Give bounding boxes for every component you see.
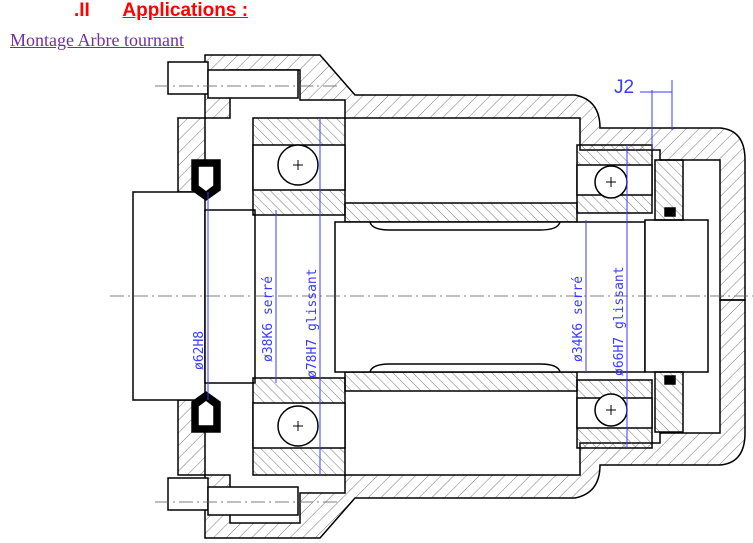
dim-j2: J2 <box>614 77 634 98</box>
dim-62h8: ø62H8 <box>192 331 207 370</box>
shaft-neck-top <box>369 221 561 231</box>
housing-bottom <box>177 299 746 539</box>
seal-top-inner <box>197 165 215 193</box>
dim-78h7: ø78H7 glissant <box>305 268 320 378</box>
shaft-neck-bottom <box>369 363 561 373</box>
section-title: Applications : <box>122 0 249 21</box>
shaft <box>334 221 646 373</box>
seal-bottom-inner <box>197 399 215 427</box>
ball-center-marks <box>293 160 616 431</box>
o-ring-bottom <box>664 375 676 385</box>
cover-bottom <box>654 371 684 433</box>
shaft-left-shoulder <box>204 209 256 384</box>
bolt-top <box>167 61 209 95</box>
housing-top <box>177 54 746 301</box>
o-ring-top <box>664 207 676 217</box>
spacer-bottom <box>344 371 578 392</box>
bolt-bottom <box>167 477 209 511</box>
bolt-top-shank <box>207 69 299 99</box>
dim-66h7: ø66H7 glissant <box>612 266 627 376</box>
dim-34k6: ø34K6 serré <box>571 276 586 362</box>
section-heading: .II Applications : <box>74 0 248 22</box>
dim-38k6: ø38K6 serré <box>261 276 276 362</box>
section-number: .II <box>74 0 90 21</box>
subtitle-link[interactable]: Montage Arbre tournant <box>10 30 184 50</box>
spacer-top <box>344 202 578 223</box>
bolt-bottom-shank <box>207 486 299 516</box>
dimension-lines <box>207 80 673 475</box>
